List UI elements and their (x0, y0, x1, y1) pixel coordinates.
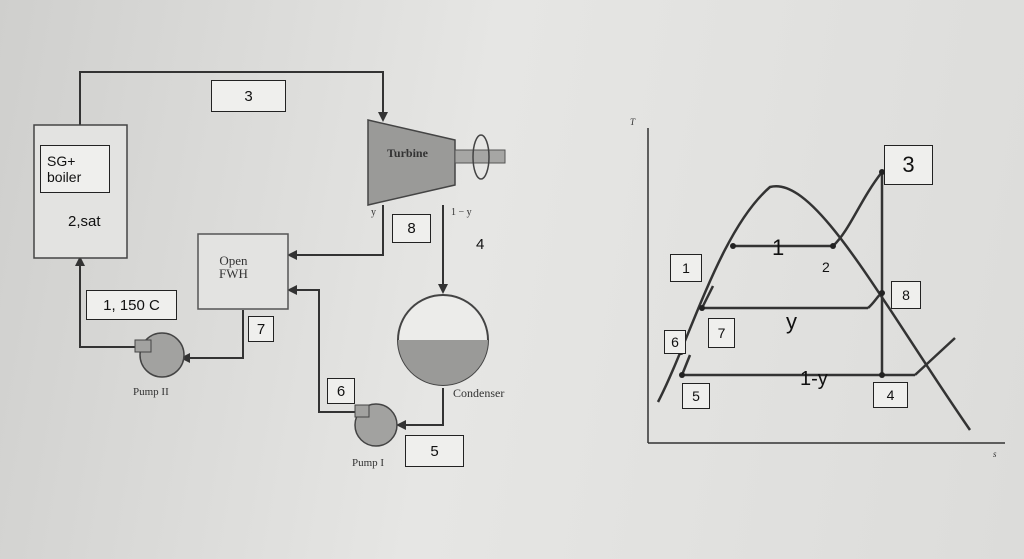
ts-state-4-box: 4 (873, 382, 908, 408)
shaft-rotation-arrow (472, 134, 490, 180)
state-1-box: 1, 150 C (86, 290, 177, 320)
ts-axes (647, 128, 1005, 444)
bleed-fraction-label: y (371, 207, 376, 218)
pipe-condenser-to-pump1 (398, 388, 444, 426)
fwh-block (197, 233, 289, 310)
pipe-pump1-to-fwh (289, 289, 357, 413)
t-axis-label: T (630, 117, 636, 127)
turbine-shape (367, 119, 456, 206)
state-4-label: 4 (476, 236, 485, 253)
ts-state-3-box: 3 (884, 145, 933, 185)
state-5-box: 5 (405, 435, 464, 467)
saturation-dome (656, 184, 972, 431)
pipe-bleed-to-fwh (289, 205, 384, 256)
pipe-boiler-to-turbine (79, 71, 384, 125)
ts-state-5-box: 5 (682, 383, 710, 409)
turbine-label: Turbine (387, 146, 428, 160)
ts-state-8-box: 8 (891, 281, 921, 309)
boiler-state-label: 2,sat (68, 213, 101, 230)
flow-arrows (75, 112, 448, 430)
ts-state-6-box: 6 (664, 330, 686, 354)
pump2-label: Pump II (133, 386, 169, 398)
sg-boiler-label: SG+ boiler (40, 145, 110, 193)
turbine-shaft (454, 149, 506, 164)
fwh-label: Open FWH (219, 253, 248, 281)
state-6-box: 6 (327, 378, 355, 404)
pipe-pump2-to-boiler (79, 258, 138, 348)
state-points (678, 169, 885, 378)
exhaust-fraction-label: 1 − y (451, 207, 472, 218)
ts-line-1-label: 1 (772, 235, 785, 260)
pump1-label: Pump I (352, 457, 385, 469)
state-7-box: 7 (248, 316, 274, 342)
state-8-box: 8 (392, 214, 431, 243)
ts-y-label: y (786, 309, 797, 334)
pipe-fwh-to-pump2 (183, 310, 244, 359)
ts-state-7-box: 7 (708, 318, 735, 348)
state-3-box: 3 (211, 80, 286, 112)
ts-state-1-box: 1 (670, 254, 702, 282)
ts-state-2-label: 2 (822, 259, 830, 275)
condenser-label: Condenser (453, 386, 505, 400)
ts-1-y-label: 1-y (800, 368, 828, 390)
s-axis-label: s (993, 449, 997, 459)
condenser-liquid (398, 340, 488, 385)
